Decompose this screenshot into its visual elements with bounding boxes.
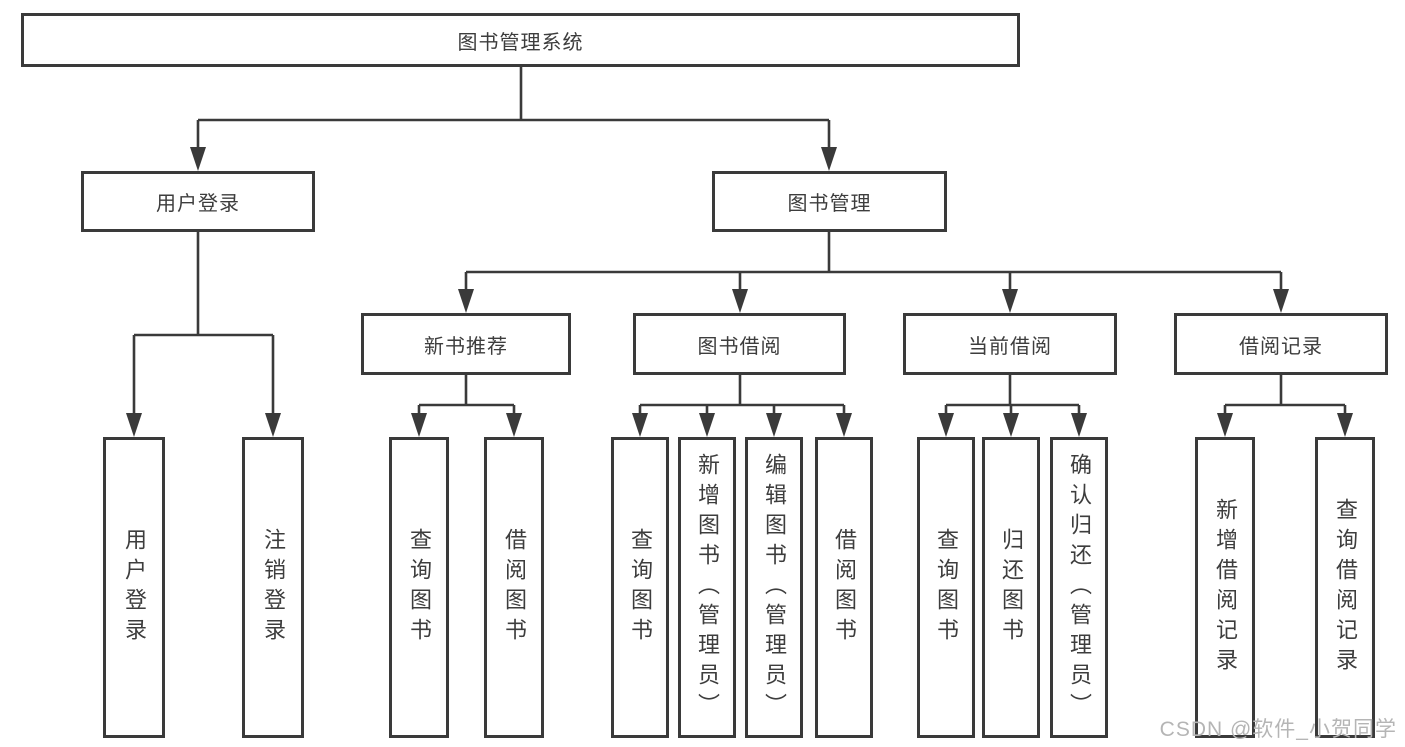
leaf-label: 查询图书: [934, 527, 959, 648]
leaf-label: 新增借阅记录: [1213, 497, 1238, 678]
node-book-borrow: 图书借阅: [633, 313, 846, 375]
node-label: 图书借阅: [697, 335, 782, 358]
leaf-query-books: 查询图书: [611, 437, 669, 738]
leaf-return-books: 归还图书: [982, 437, 1040, 738]
connector-root: [196, 67, 831, 148]
leaf-borrow-books: 借阅图书: [484, 437, 544, 738]
node-current-borrow: 当前借阅: [903, 313, 1117, 375]
arrowheads: [126, 147, 1353, 437]
leaf-query-books: 查询图书: [917, 437, 975, 738]
node-borrow-record: 借阅记录: [1174, 313, 1388, 375]
leaf-label: 编辑图书（管理员）: [762, 452, 787, 723]
leaf-add-books-admin: 新增图书（管理员）: [678, 437, 736, 738]
node-label: 图书管理: [787, 193, 872, 215]
leaf-add-borrow-record: 新增借阅记录: [1195, 437, 1255, 738]
leaf-label: 查询借阅记录: [1333, 497, 1358, 678]
leaf-label: 注销登录: [261, 527, 286, 648]
leaf-label: 查询图书: [628, 527, 653, 648]
node-library-management-system: 图书管理系统: [21, 13, 1020, 67]
connector-book-borrow: [638, 375, 846, 414]
leaf-label: 借阅图书: [832, 527, 857, 648]
node-book-management: 图书管理: [712, 171, 947, 232]
leaf-label: 用户登录: [122, 527, 147, 648]
connector-user-login: [132, 232, 275, 414]
node-label: 用户登录: [156, 193, 240, 215]
connector-new-book-rec: [417, 375, 516, 414]
leaf-label: 查询图书: [407, 527, 432, 648]
leaf-confirm-return-admin: 确认归还（管理员）: [1050, 437, 1108, 738]
leaf-label: 归还图书: [999, 527, 1024, 648]
watermark: CSDN @软件_小贺同学: [1159, 718, 1397, 741]
leaf-label: 确认归还（管理员）: [1067, 452, 1092, 723]
leaf-label: 借阅图书: [502, 527, 527, 648]
connector-current-borrow: [944, 375, 1081, 414]
node-new-book-recommend: 新书推荐: [361, 313, 571, 375]
leaf-query-books: 查询图书: [389, 437, 449, 738]
node-label: 图书管理系统: [457, 31, 584, 54]
leaf-edit-books-admin: 编辑图书（管理员）: [745, 437, 803, 738]
leaf-query-borrow-record: 查询借阅记录: [1315, 437, 1375, 738]
leaf-user-login: 用户登录: [103, 437, 165, 738]
node-user-login: 用户登录: [81, 171, 315, 232]
leaf-logout: 注销登录: [242, 437, 304, 738]
node-label: 新书推荐: [424, 335, 508, 358]
connector-borrow-record: [1223, 375, 1347, 414]
leaf-label: 新增图书（管理员）: [695, 452, 720, 723]
connector-book-management: [464, 232, 1283, 290]
node-label: 当前借阅: [968, 335, 1052, 358]
leaf-borrow-books: 借阅图书: [815, 437, 873, 738]
node-label: 借阅记录: [1239, 335, 1323, 358]
